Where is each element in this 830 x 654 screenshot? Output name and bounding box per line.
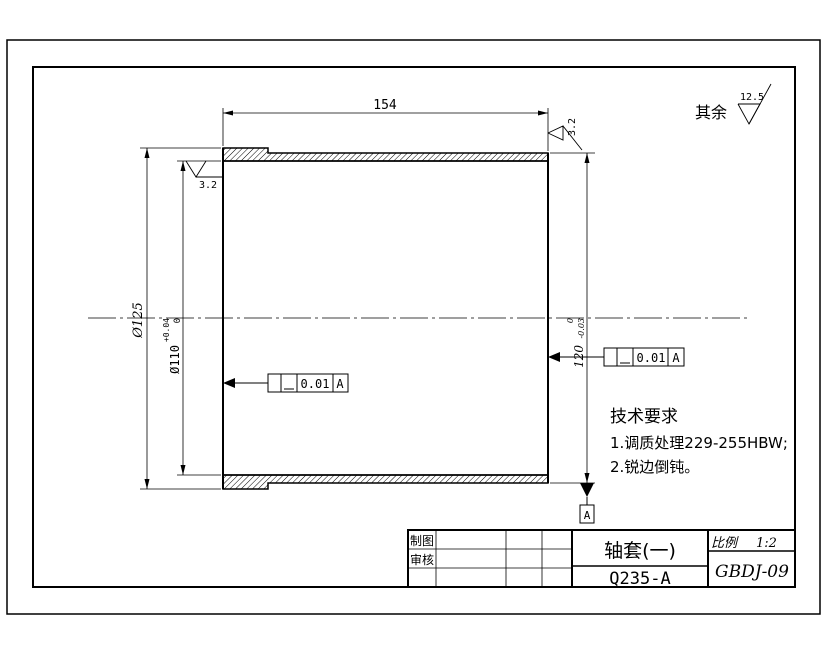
- bore-tolerance-upper: +0.04: [162, 318, 171, 342]
- outer-frame: [6, 39, 821, 615]
- bottom-wall-section: [222, 474, 549, 490]
- length-dimension: 154: [222, 98, 549, 151]
- datum-symbol: A: [579, 483, 595, 524]
- flange-diameter-text: 120: [572, 345, 586, 368]
- tolerance-frame-right: 0.01 A: [548, 347, 685, 367]
- part-name: 轴套(一): [604, 540, 676, 562]
- bore-diameter-text: Ø110: [168, 345, 182, 374]
- bore-diameter-dimension: Ø110 +0.04 0: [162, 160, 221, 476]
- flange-tolerance-upper: 0: [566, 318, 575, 323]
- tech-requirement-item: 2.锐边倒钝。: [610, 458, 699, 476]
- bore-tolerance-lower: 0: [173, 318, 183, 323]
- scale-value: 1:2: [756, 536, 777, 551]
- roughness-symbol-left: 3.2: [185, 160, 222, 191]
- title-block: 制图 审核 轴套(一) Q235-A 比例 1:2 GBDJ-09: [407, 529, 796, 589]
- material: Q235-A: [609, 569, 670, 589]
- flange-tolerance-lower: -0.03: [577, 318, 586, 339]
- outer-diameter-text: Ø125: [131, 302, 146, 338]
- flange-diameter-dimension: 120 0 -0.03: [550, 152, 595, 484]
- other-surfaces-value: 12.5: [740, 92, 764, 103]
- sleeve-part: [222, 147, 549, 490]
- other-surfaces-label: 其余: [695, 103, 727, 122]
- technical-requirements: 技术要求 1.调质处理229-255HBW; 2.锐边倒钝。: [610, 407, 788, 476]
- tech-requirement-item: 1.调质处理229-255HBW;: [610, 434, 788, 452]
- tolerance-frame-left: 0.01 A: [223, 373, 349, 393]
- roughness-left-text: 3.2: [199, 180, 217, 191]
- drawing-number: GBDJ-09: [715, 562, 789, 582]
- outer-diameter-dimension: Ø125: [131, 147, 221, 490]
- checked-by-label: 审核: [410, 552, 434, 567]
- top-wall-section: [222, 147, 549, 162]
- datum-label: A: [584, 509, 591, 522]
- length-dimension-text: 154: [373, 98, 397, 113]
- tolerance-left-datum: A: [336, 377, 344, 391]
- tolerance-left-value: 0.01: [301, 377, 330, 391]
- tolerance-right-value: 0.01: [637, 351, 666, 365]
- roughness-symbol-right: 3.2: [547, 118, 583, 151]
- drawn-by-label: 制图: [410, 534, 434, 548]
- tech-requirements-heading: 技术要求: [610, 407, 678, 427]
- tolerance-right-datum: A: [672, 351, 680, 365]
- scale-label: 比例: [711, 536, 739, 551]
- other-roughness: 其余 12.5: [695, 83, 772, 125]
- roughness-right-text: 3.2: [567, 118, 578, 136]
